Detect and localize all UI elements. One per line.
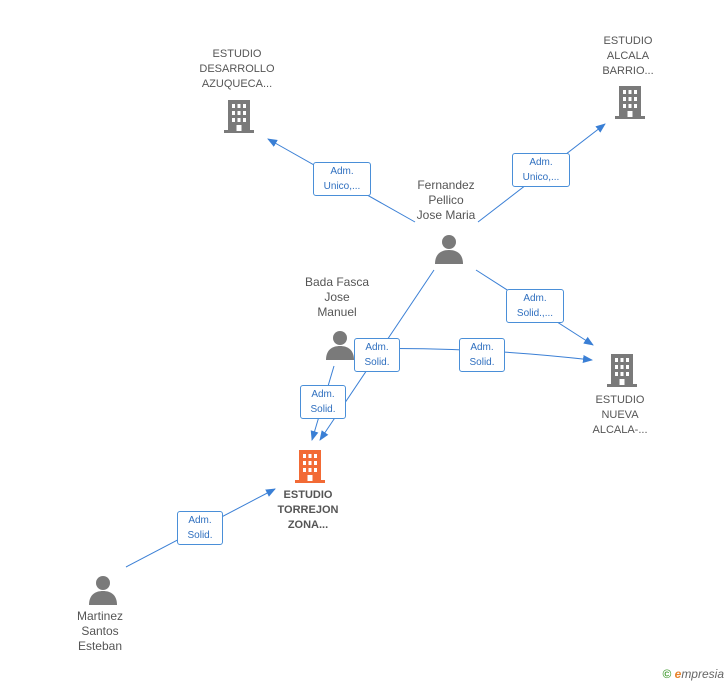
person-icon[interactable]	[324, 329, 356, 361]
building-icon[interactable]	[605, 352, 639, 388]
footer-brand: © empresia	[662, 667, 724, 681]
company-label-desarrollo[interactable]: ESTUDIO DESARROLLO AZUQUECA...	[199, 48, 275, 90]
copyright-icon: ©	[662, 667, 672, 681]
company-label-nueva-alcala[interactable]: ESTUDIO NUEVA ALCALA-...	[592, 394, 648, 436]
edge-label-e2: Adm. Unico,...	[512, 153, 570, 187]
person-label-fernandez[interactable]: Fernandez Pellico Jose Maria	[416, 178, 476, 222]
brand-name: mpresia	[681, 667, 724, 681]
person-icon[interactable]	[433, 233, 465, 265]
person-label-bada[interactable]: Bada Fasca Jose Manuel	[304, 275, 370, 319]
company-label-torrejon[interactable]: ESTUDIO TORREJON ZONA...	[277, 489, 339, 531]
edge-label-e4: Adm. Solid.	[354, 338, 400, 372]
building-icon[interactable]	[222, 98, 256, 134]
person-icon[interactable]	[87, 574, 119, 606]
edge-label-e5: Adm. Solid.	[459, 338, 505, 372]
edge-label-e1: Adm. Unico,...	[313, 162, 371, 196]
edge-label-e6: Adm. Solid.	[300, 385, 346, 419]
person-label-martinez[interactable]: Martinez Santos Esteban	[76, 609, 123, 653]
brand-initial: e	[674, 667, 682, 681]
building-icon[interactable]	[613, 84, 647, 120]
company-label-alcala-barrio[interactable]: ESTUDIO ALCALA BARRIO...	[602, 35, 654, 77]
edge-label-e3: Adm. Solid.,...	[506, 289, 564, 323]
edge-label-e7: Adm. Solid.	[177, 511, 223, 545]
building-icon-main[interactable]	[293, 448, 327, 484]
